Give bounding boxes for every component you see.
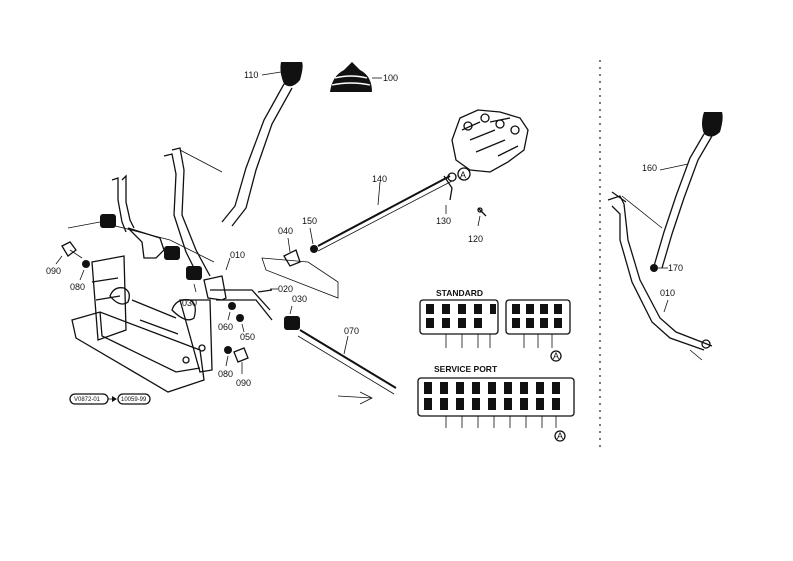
part-160-lever: 160 [642,112,723,269]
control-valve: A [447,109,529,182]
label-130: 130 [436,216,451,226]
part-030-right: 030 [284,294,307,330]
serial-range: V0872-01 10059-99 [69,393,151,405]
part-030-left: 030 [182,283,197,308]
serial-to: 10059-99 [121,397,147,403]
spring-upper [100,214,202,280]
label-140: 140 [372,174,387,184]
part-060: 060 [218,302,236,332]
part-080-lower: 080 [218,346,233,379]
label-170: 170 [668,263,683,273]
part-090-left: 090 [46,241,83,276]
label-010: 010 [230,250,245,260]
part-110-lever: 110 [221,62,303,227]
part-050: 050 [236,314,255,342]
label-080-left: 080 [70,282,85,292]
part-150: 150 [302,216,318,253]
label-110: 110 [244,70,258,80]
label-030-left: 030 [182,298,197,308]
label-060: 060 [218,322,233,332]
part-090-lower: 090 [233,347,251,388]
label-160: 160 [642,163,657,173]
label-050: 050 [240,332,255,342]
part-140-rod: 140 [317,174,453,252]
label-010-right: 010 [660,288,675,298]
label-120: 120 [468,234,483,244]
part-010-right: 010 [607,191,713,361]
part-120: 120 [468,207,487,244]
cable-guide [163,147,223,281]
part-070-rod: 070 [297,326,397,405]
part-130: 130 [436,175,453,226]
label-040: 040 [278,226,293,236]
label-080-lower: 080 [218,369,233,379]
label-020: 020 [278,284,293,294]
callout-a-standard: A [553,351,559,361]
callout-a-valve: A [460,170,466,180]
base-bracket [71,255,213,393]
service-port-valve-group: SERVICE PORT A [417,364,575,442]
part-080-left: 080 [70,260,90,292]
part-100-boot: 100 [330,62,398,92]
label-150: 150 [302,216,317,226]
part-010-arm: 010 [203,250,273,321]
label-standard: STANDARD [436,288,483,298]
standard-valve-group: STANDARD A [419,288,571,362]
label-090-lower: 090 [236,378,251,388]
part-170: 170 [650,263,683,273]
label-070: 070 [344,326,359,336]
label-030-right: 030 [292,294,307,304]
part-020-pin: 020 [257,284,293,294]
part-040: 040 [278,226,301,267]
label-service-port: SERVICE PORT [434,364,498,374]
label-090-left: 090 [46,266,61,276]
cable-left [111,174,165,259]
label-100: 100 [383,73,398,83]
serial-from: V0872-01 [74,397,101,403]
callout-a-service: A [557,431,563,441]
